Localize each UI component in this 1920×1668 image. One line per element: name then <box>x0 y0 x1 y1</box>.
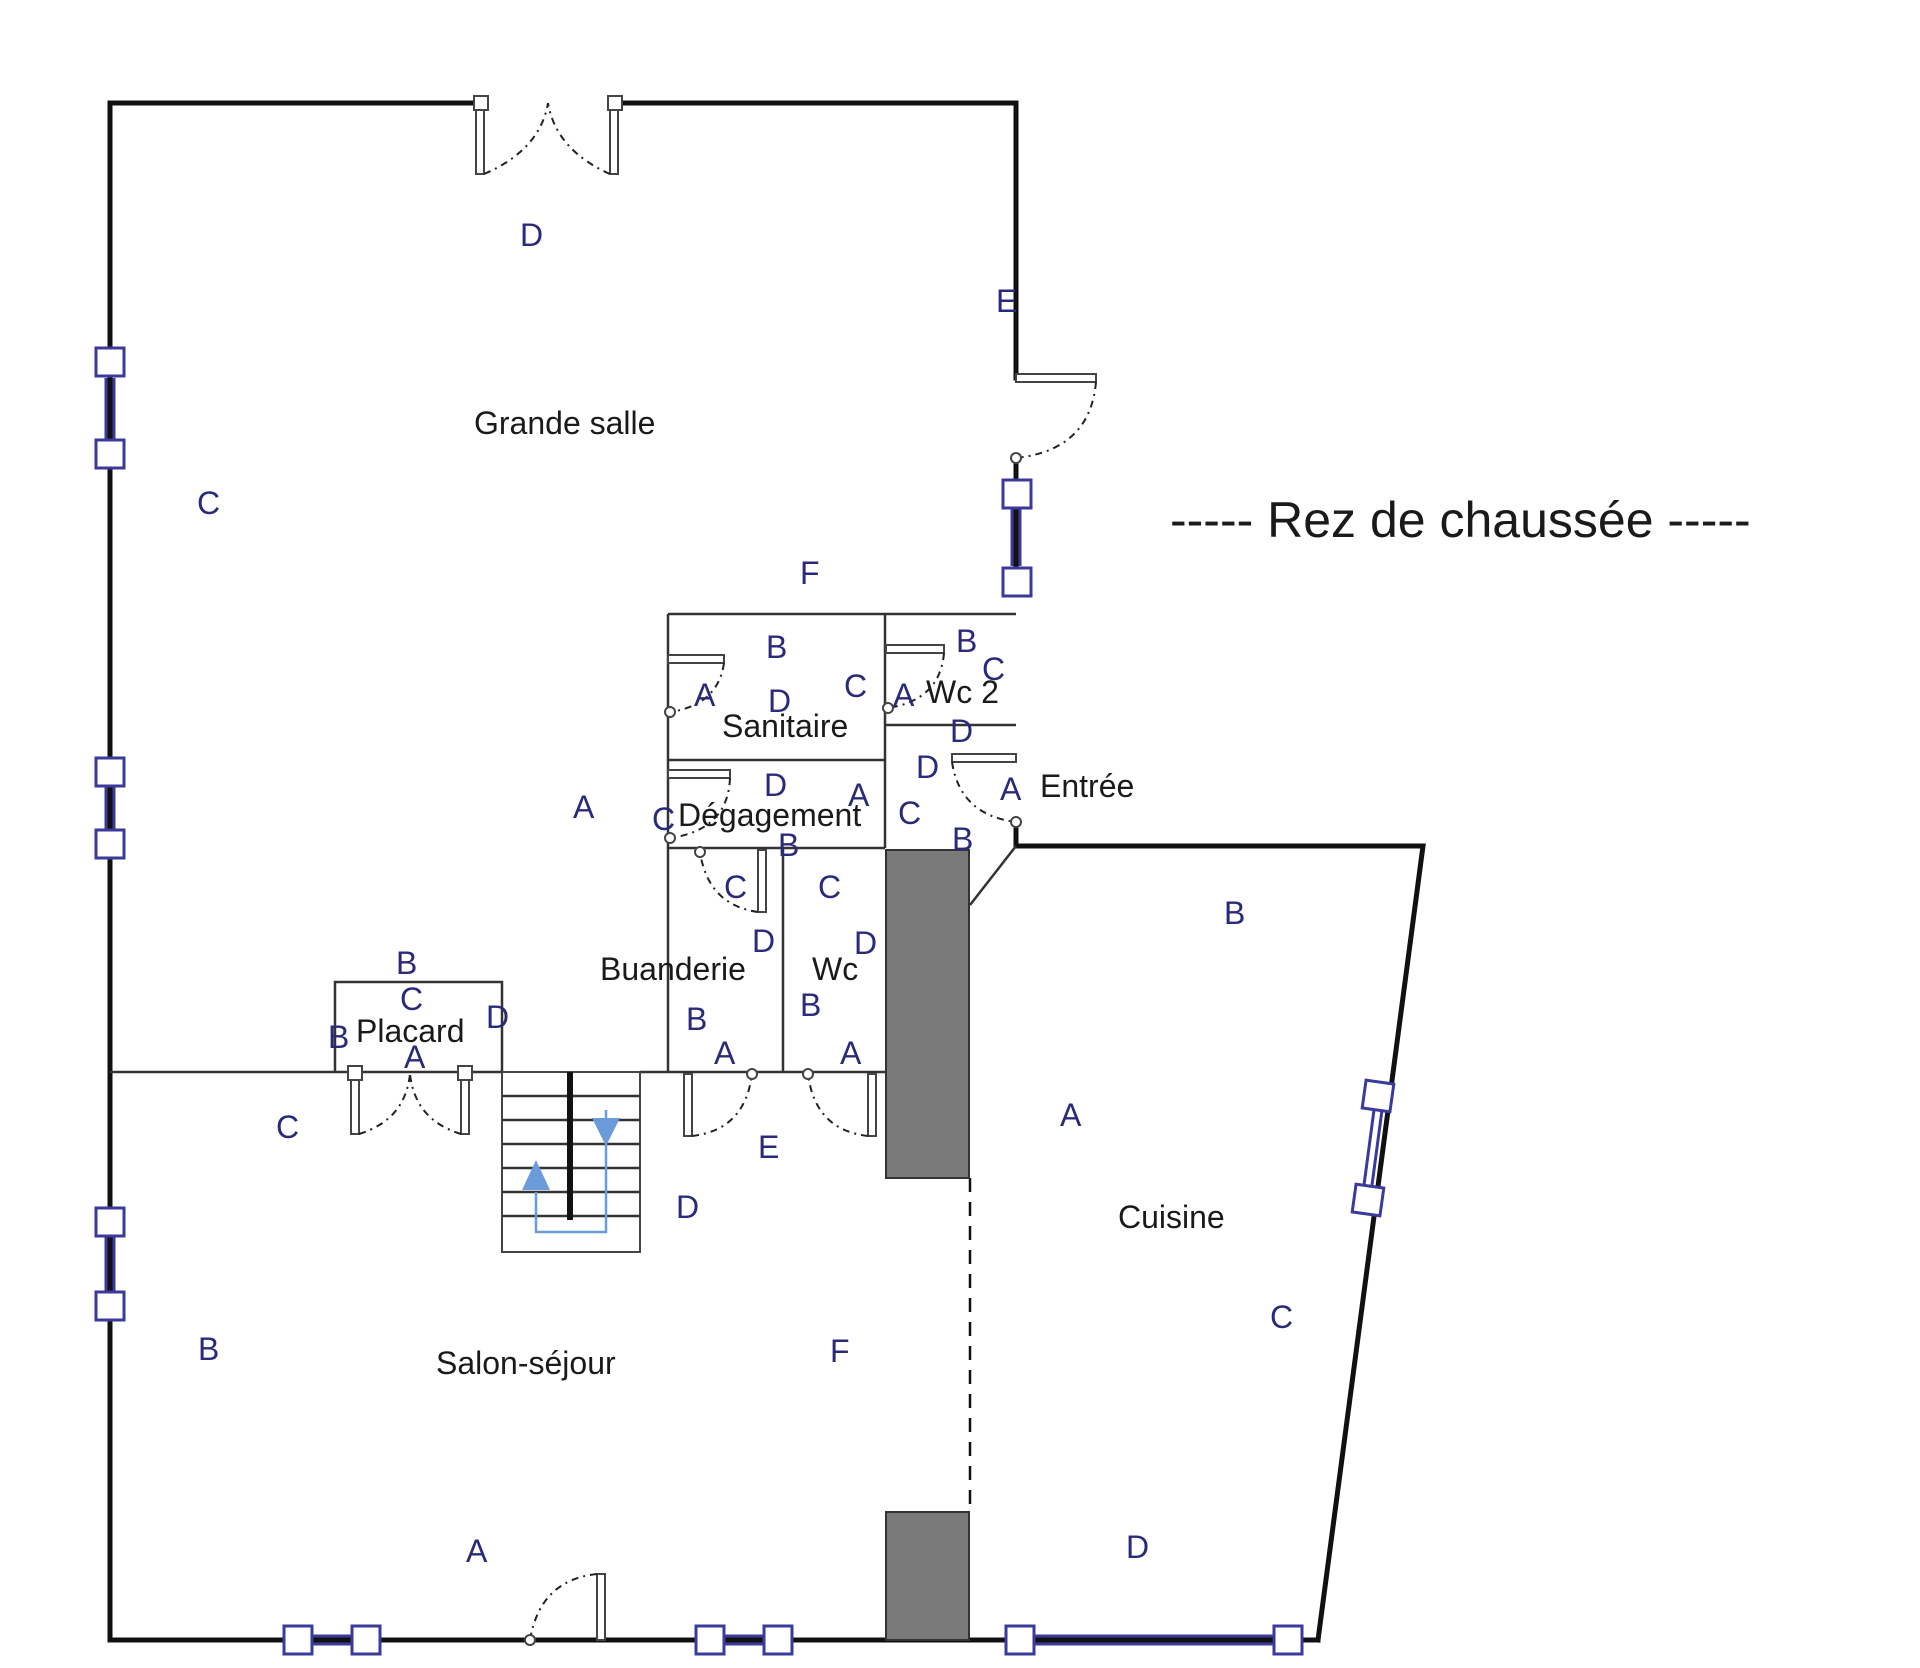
window-salon-west <box>94 1206 126 1322</box>
window-salon-south-1 <box>282 1624 382 1656</box>
wall-letter: B <box>956 623 977 659</box>
room-label-wc2: Wc 2 <box>926 674 999 710</box>
wall-letter: B <box>800 987 821 1023</box>
window-cuisine-east <box>1350 1078 1396 1218</box>
room-label-sanitaire: Sanitaire <box>722 708 848 744</box>
room-label-grande-salle: Grande salle <box>474 405 655 441</box>
door-entree-interior <box>951 753 1022 828</box>
wall-letter: A <box>893 677 915 713</box>
wall-letter: C <box>724 869 747 905</box>
wall-letter: D <box>950 713 973 749</box>
room-label-placard: Placard <box>356 1013 465 1049</box>
chimney-block-upper <box>885 849 970 1179</box>
wall-letter: E <box>758 1129 779 1165</box>
door-buanderie-bottom <box>683 1068 758 1137</box>
wall-letter: D <box>916 749 939 785</box>
window-grande-salle-2 <box>94 756 126 860</box>
wall-letter: B <box>1224 895 1245 931</box>
wall-letter: D <box>752 923 775 959</box>
wall-letters: D E C F A B A D C B C A D D A C B D A C … <box>197 217 1293 1569</box>
room-label-degagement: Dégagement <box>678 797 861 833</box>
wall-letter: A <box>848 777 870 813</box>
wall-letter: C <box>982 651 1005 687</box>
staircase <box>501 1071 641 1253</box>
wall-letter: E <box>996 283 1017 319</box>
wall-letter: B <box>778 827 799 863</box>
room-label-entree: Entrée <box>1040 768 1134 804</box>
wall-letter: B <box>328 1019 349 1055</box>
wall-letter: B <box>952 821 973 857</box>
door-buanderie-top <box>694 846 767 913</box>
door-degagement <box>664 769 731 844</box>
wall-letter: A <box>714 1035 736 1071</box>
wall-letter: A <box>840 1035 862 1071</box>
wall-letter: A <box>1060 1097 1082 1133</box>
wall-letter: C <box>818 869 841 905</box>
room-label-buanderie: Buanderie <box>600 951 746 987</box>
wall-letter: B <box>766 629 787 665</box>
wall-letter: A <box>1000 771 1022 807</box>
room-label-cuisine: Cuisine <box>1118 1199 1225 1235</box>
wall-letter: D <box>768 683 791 719</box>
wall-letter: C <box>1270 1299 1293 1335</box>
chimney-block-lower <box>885 1511 970 1641</box>
wall-letter: D <box>1126 1529 1149 1565</box>
wall-letter: C <box>844 668 867 704</box>
wall-letter: A <box>404 1039 426 1075</box>
wall-letter: F <box>800 555 820 591</box>
floor-title: ----- Rez de chaussée ----- <box>1170 492 1751 548</box>
window-grande-salle-1 <box>94 346 126 470</box>
door-entree-exterior <box>1010 373 1097 464</box>
wall-letter: D <box>520 217 543 253</box>
window-salon-south-2 <box>694 1624 794 1656</box>
room-label-wc: Wc <box>812 951 858 987</box>
wall-letter: D <box>764 767 787 803</box>
wall-letter: B <box>686 1001 707 1037</box>
wall-letter: D <box>676 1189 699 1225</box>
wall-letter: D <box>486 999 509 1035</box>
wall-letter: C <box>652 801 675 837</box>
door-wc-bottom <box>802 1068 877 1137</box>
wall-letter: C <box>400 981 423 1017</box>
door-wc2 <box>882 644 945 714</box>
room-labels: Grande salle Sanitaire Wc 2 Entrée Dégag… <box>356 405 1225 1381</box>
room-label-salon: Salon-séjour <box>436 1345 616 1381</box>
wall-letter: C <box>197 485 220 521</box>
door-grande-salle-double <box>473 95 623 175</box>
wall-letter: A <box>466 1533 488 1569</box>
window-cuisine-south <box>1004 1624 1304 1656</box>
wall-letter: B <box>198 1331 219 1367</box>
wall-letter: D <box>854 925 877 961</box>
wall-letter: A <box>573 789 595 825</box>
door-salon-exterior <box>524 1573 606 1646</box>
door-placard-double <box>347 1065 473 1135</box>
wall-letter: F <box>830 1333 850 1369</box>
wall-letter: B <box>396 945 417 981</box>
wall-letter: C <box>276 1109 299 1145</box>
window-entree <box>1001 478 1033 598</box>
wall-letter: C <box>898 795 921 831</box>
door-sanitaire <box>664 654 725 718</box>
wall-letter: A <box>694 677 716 713</box>
